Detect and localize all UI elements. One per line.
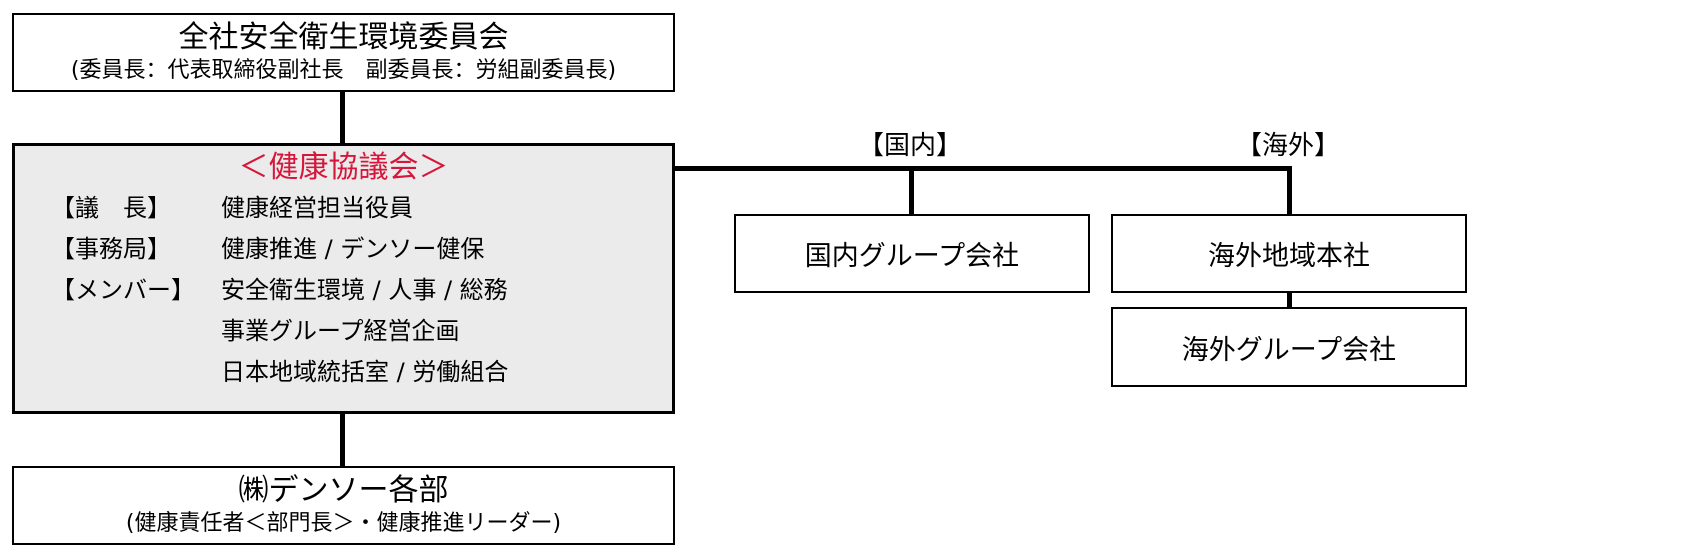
- domestic-label: 【国内】: [858, 131, 963, 161]
- domestic-group-companies-box: 国内グループ会社: [734, 214, 1090, 293]
- council-row-value: 健康推進 / デンソー健保: [221, 235, 485, 263]
- council-row-value: 事業グループ経営企画: [221, 317, 460, 345]
- council-row-label: 【議 長】: [51, 194, 171, 222]
- overseas-regional-hq-box: 海外地域本社: [1111, 214, 1467, 293]
- safety-committee-box: 全社安全衛生環境委員会 (委員長：代表取締役副社長 副委員長：労組副委員長): [12, 13, 675, 92]
- connector-overseas-drop: [1287, 166, 1292, 214]
- denso-departments-title: ㈱デンソー各部: [238, 472, 449, 508]
- overseas-group-companies-box: 海外グループ会社: [1111, 307, 1467, 387]
- overseas-regional-hq-label: 海外地域本社: [1208, 241, 1370, 272]
- connector-committee-council: [340, 92, 345, 143]
- safety-committee-title: 全社安全衛生環境委員会: [178, 19, 509, 55]
- overseas-group-companies-label: 海外グループ会社: [1181, 334, 1397, 366]
- health-council-box: ＜健康協議会＞ 【議 長】 健康経営担当役員 【事務局】 健康推進 / デンソー…: [12, 143, 675, 414]
- denso-departments-subtitle: (健康責任者＜部門長＞・健康推進リーダー): [125, 510, 562, 536]
- council-row-label: 【事務局】: [51, 235, 171, 263]
- council-row-value: 日本地域統括室 / 労働組合: [221, 358, 509, 386]
- connector-council-departments: [340, 414, 345, 466]
- health-council-title: ＜健康協議会＞: [238, 150, 449, 185]
- connector-council-branch: [675, 166, 1292, 171]
- safety-committee-subtitle: (委員長：代表取締役副社長 副委員長：労組副委員長): [70, 57, 617, 83]
- denso-departments-box: ㈱デンソー各部 (健康責任者＜部門長＞・健康推進リーダー): [12, 466, 675, 545]
- connector-overseas-hq-group: [1287, 293, 1292, 307]
- domestic-group-companies-label: 国内グループ会社: [804, 241, 1020, 272]
- council-row-label: 【メンバー】: [51, 276, 195, 304]
- connector-domestic-drop: [909, 166, 914, 214]
- council-row-value: 健康経営担当役員: [221, 194, 413, 222]
- council-row-value: 安全衛生環境 / 人事 / 総務: [221, 276, 508, 304]
- overseas-label: 【海外】: [1236, 131, 1341, 161]
